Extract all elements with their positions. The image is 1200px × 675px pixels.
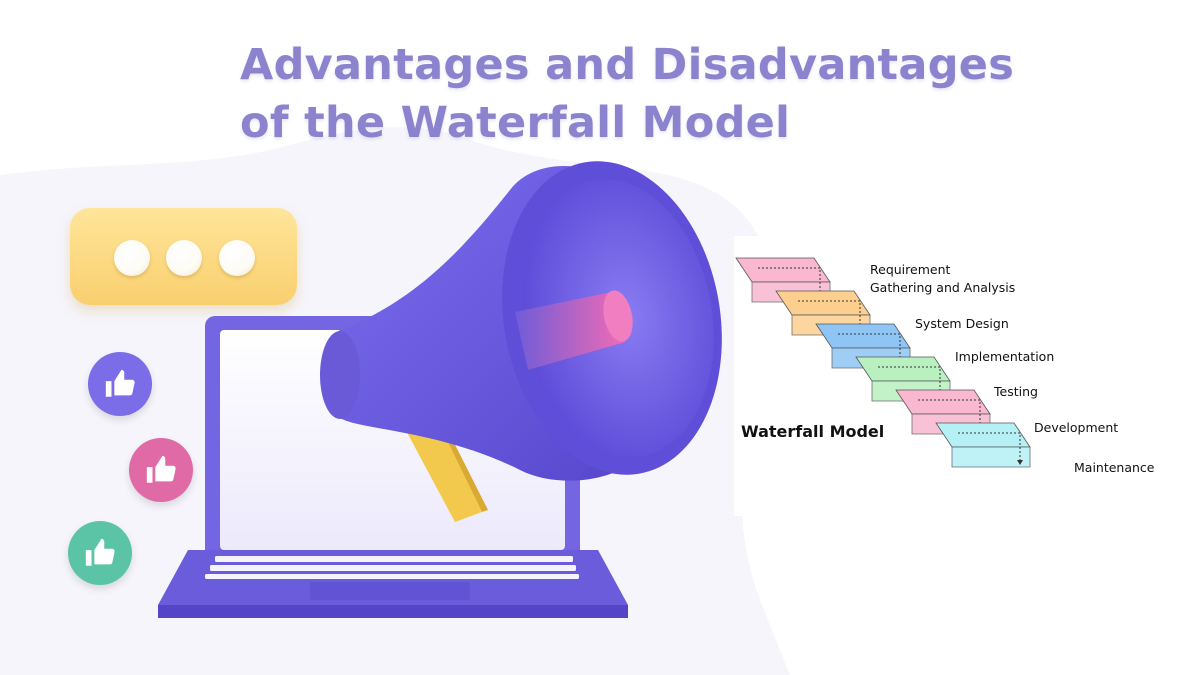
thumbs-up-icon bbox=[146, 455, 176, 483]
stage-label-maintenance: Maintenance bbox=[1074, 460, 1155, 475]
page-title: Advantages and Disadvantages of the Wate… bbox=[240, 36, 1014, 152]
stage-label-requirement: Requirement Gathering and Analysis bbox=[870, 262, 1016, 295]
megaphone-mouthpiece bbox=[515, 290, 633, 370]
thumbs-up-badge-pink bbox=[129, 438, 193, 502]
waterfall-step-maintenance bbox=[935, 422, 1031, 468]
chat-dot bbox=[114, 240, 150, 276]
title-line-1: Advantages and Disadvantages bbox=[240, 40, 1015, 90]
chat-dot bbox=[166, 240, 202, 276]
thumbs-up-badge-green bbox=[68, 521, 132, 585]
megaphone bbox=[320, 161, 722, 481]
thumbs-up-badge-purple bbox=[88, 352, 152, 416]
diagram-title: Waterfall Model bbox=[741, 422, 885, 441]
waterfall-steps bbox=[735, 257, 1031, 468]
stage-label-implementation: Implementation bbox=[955, 349, 1055, 364]
keyboard bbox=[205, 556, 579, 579]
waterfall-diagram: Waterfall Model Requirement Gathering an… bbox=[734, 236, 1174, 516]
thumbs-up-icon bbox=[85, 538, 115, 566]
stage-label-system-design: System Design bbox=[915, 316, 1009, 331]
chat-dot bbox=[219, 240, 255, 276]
stage-label-development: Development bbox=[1034, 420, 1119, 435]
thumbs-up-icon bbox=[105, 369, 135, 397]
title-line-2: of the Waterfall Model bbox=[240, 98, 791, 148]
chat-bubble bbox=[70, 208, 297, 305]
stage-label-testing: Testing bbox=[994, 384, 1038, 399]
